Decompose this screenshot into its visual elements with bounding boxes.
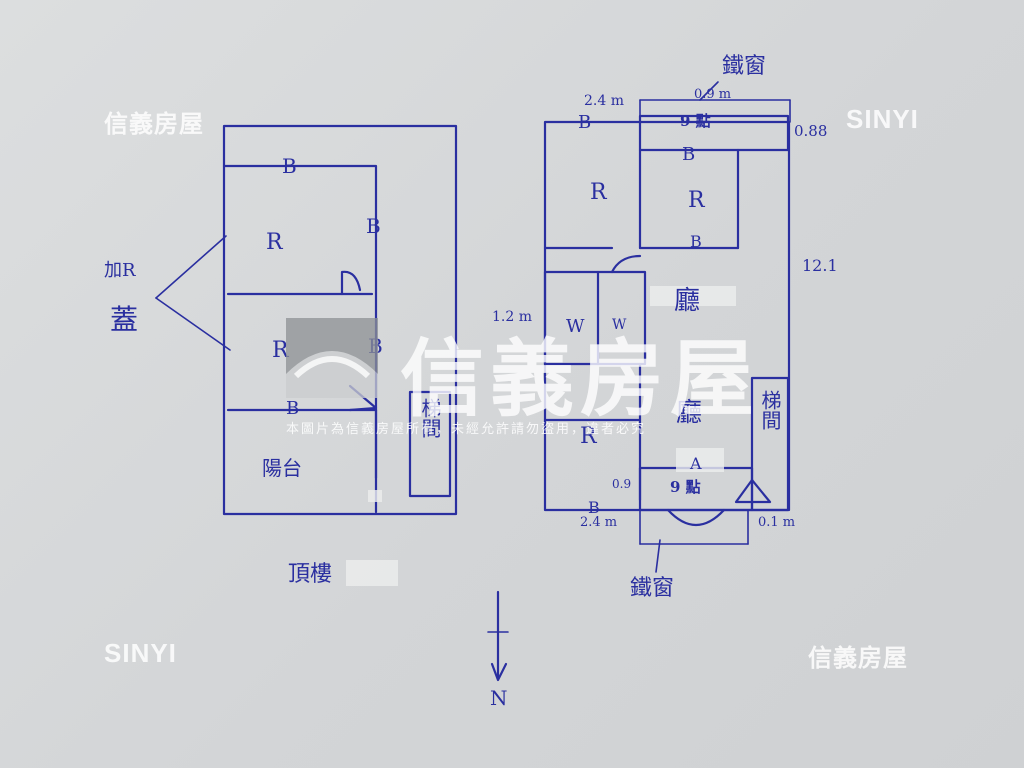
right-room-r-bottom: R — [580, 424, 597, 449]
left-balcony-label: 陽台 — [262, 456, 302, 480]
right-kitchen-top: A — [690, 454, 702, 473]
left-room-r1: R — [266, 230, 283, 255]
north-label: N — [490, 686, 508, 710]
redaction-patch-4 — [368, 490, 382, 502]
left-floor-label: 頂樓 — [288, 562, 333, 587]
right-win-top: 9 點 — [680, 112, 711, 130]
watermark-logo-mark — [286, 351, 378, 398]
right-bay-window — [666, 508, 726, 526]
left-door-b-bottom: B — [286, 398, 300, 419]
right-living-bottom: 廳 — [676, 398, 703, 428]
right-dim-right-top: 0.88 — [794, 122, 828, 140]
left-door-swing-1 — [340, 270, 362, 296]
watermark-notice: 本圖片為信義房屋所有，未經允許請勿盜用，違者必究 — [286, 422, 647, 437]
right-stairs-box — [750, 376, 790, 512]
left-pointer-line-1 — [155, 235, 227, 299]
watermark-logo — [286, 318, 378, 398]
right-door-b2: B — [682, 144, 696, 165]
watermark-top-right: SINYI — [846, 104, 919, 134]
right-door-b3: B — [690, 232, 702, 251]
redaction-patch-3 — [676, 448, 724, 472]
left-side-label-bottom: 蓋 — [110, 303, 139, 336]
north-arrow-head — [490, 662, 508, 682]
right-door-b4: B — [588, 498, 600, 517]
right-door-b1: B — [578, 112, 592, 133]
right-room-r-left: R — [590, 180, 607, 205]
right-living-top: 廳 — [674, 286, 701, 316]
right-dim-right-mid: 12.1 — [802, 256, 838, 275]
right-iron-window-leader — [655, 539, 661, 573]
right-plan — [543, 81, 791, 573]
watermark-bottom-right: 信義房屋 — [808, 645, 908, 672]
right-iron-window-bottom: 鐵窗 — [630, 576, 675, 601]
right-win-bottom: 9 點 — [670, 478, 701, 496]
left-stairs-label: 梯間 — [418, 398, 442, 438]
left-door-b-right1: B — [366, 214, 381, 238]
watermark-center: 信義房屋 — [400, 330, 761, 428]
right-door-swing-1 — [610, 254, 642, 274]
right-wc1: W — [566, 316, 585, 337]
right-stairs-label: 梯間 — [758, 390, 782, 430]
left-side-label-top: 加R — [104, 260, 136, 281]
watermark-bottom-left: SINYI — [104, 638, 177, 668]
left-outer-wall — [222, 124, 458, 516]
right-dim-top-left: 2.4 m — [584, 93, 624, 109]
redaction-patch-1 — [346, 560, 398, 586]
redaction-patch-2 — [650, 286, 736, 306]
right-room-r-right: R — [688, 188, 705, 213]
right-wc-block — [543, 270, 647, 366]
left-door-b-top: B — [282, 154, 297, 178]
right-wc2: W — [612, 317, 627, 333]
north-arrow — [487, 590, 509, 682]
right-top-window-box — [638, 114, 790, 152]
left-stairs-box — [408, 390, 452, 498]
watermark-top-left: 信義房屋 — [104, 111, 204, 138]
right-dim-bottom-left: 2.4 m — [580, 515, 618, 530]
right-iron-window-top: 鐵窗 — [722, 54, 767, 79]
right-dim-top: 0.9 m — [694, 87, 732, 102]
left-room-r2: R — [272, 338, 289, 363]
left-pointer-line-2 — [155, 297, 231, 351]
right-dim-left-mid: 1.2 m — [492, 309, 532, 325]
right-iron-window-leader-top — [699, 81, 719, 101]
right-dim-bottom-small: 0.9 — [612, 477, 632, 491]
right-stairs-arrow — [734, 478, 772, 504]
right-dim-bottom-right: 0.1 m — [758, 515, 796, 530]
